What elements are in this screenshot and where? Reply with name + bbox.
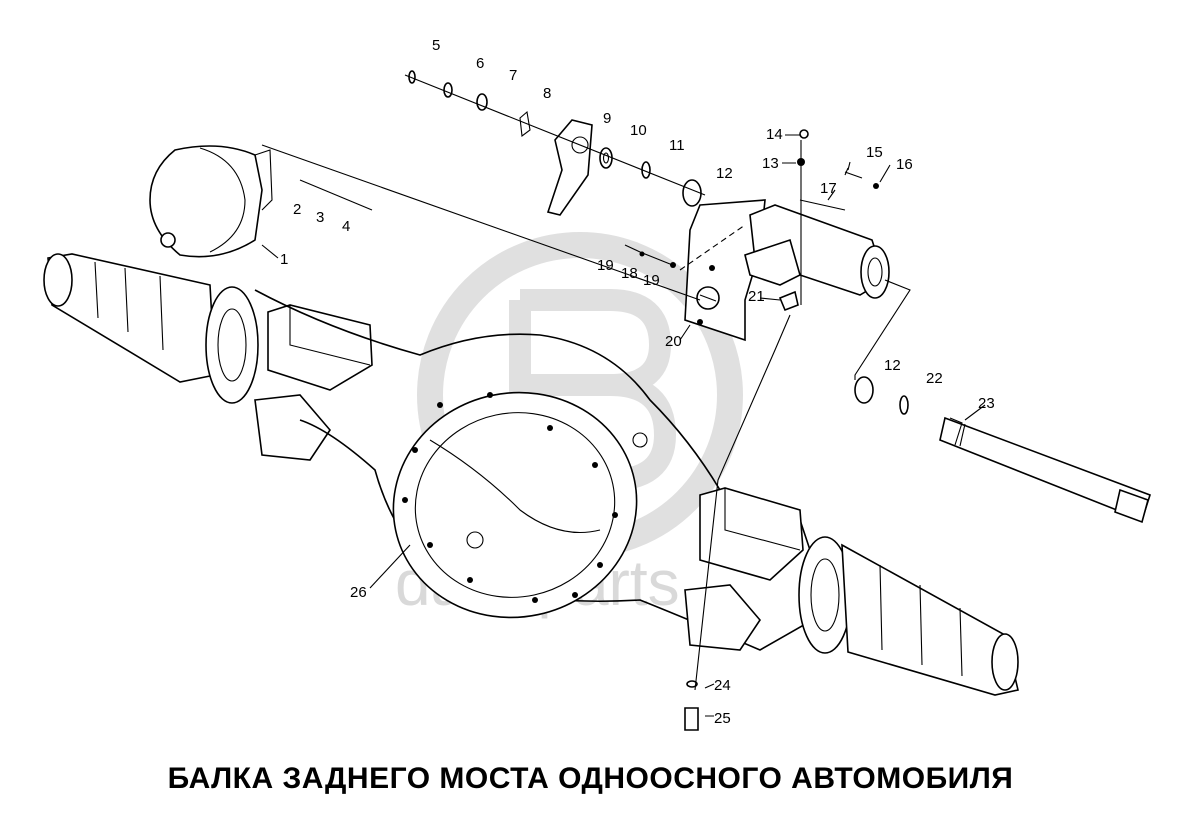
callout-13: 13 <box>762 155 779 172</box>
callout-14: 14 <box>766 126 783 143</box>
brake-chamber <box>149 145 273 258</box>
callout-5: 5 <box>432 37 440 54</box>
callout-15: 15 <box>866 144 883 161</box>
callout-22: 22 <box>926 370 943 387</box>
callout-6: 6 <box>476 55 484 72</box>
callout-16: 16 <box>896 156 913 173</box>
callout-3: 3 <box>316 209 324 226</box>
callout-19-right: 19 <box>643 272 660 289</box>
callout-19-left: 19 <box>597 257 614 274</box>
callout-2: 2 <box>293 201 301 218</box>
callout-21: 21 <box>748 288 765 305</box>
callout-23: 23 <box>978 395 995 412</box>
callout-4: 4 <box>342 218 350 235</box>
lever-parts <box>404 70 706 216</box>
callout-leaders <box>261 134 986 717</box>
callout-26: 26 <box>350 584 367 601</box>
callout-8: 8 <box>543 85 551 102</box>
callout-24: 24 <box>714 677 731 694</box>
callout-17: 17 <box>820 180 837 197</box>
callout-9: 9 <box>603 110 611 127</box>
diagram-caption: БАЛКА ЗАДНЕГО МОСТА ОДНООСНОГО АВТОМОБИЛ… <box>167 762 1014 795</box>
callout-12-upper: 12 <box>716 165 733 182</box>
callout-18: 18 <box>621 265 638 282</box>
assembly-lines <box>261 144 911 691</box>
axle-housing <box>43 253 1019 696</box>
bracket-assembly <box>624 129 890 342</box>
callout-20: 20 <box>665 333 682 350</box>
callout-12-lower: 12 <box>884 357 901 374</box>
callout-7: 7 <box>509 67 517 84</box>
callout-11: 11 <box>669 137 685 154</box>
callout-10: 10 <box>630 122 647 139</box>
callout-25: 25 <box>714 710 731 727</box>
bolt-and-washer <box>684 680 699 731</box>
brake-shaft <box>854 376 1151 524</box>
callout-1: 1 <box>280 251 288 268</box>
callout-labels: 1 2 3 4 5 6 7 8 9 10 11 12 13 14 15 16 1… <box>280 37 995 727</box>
